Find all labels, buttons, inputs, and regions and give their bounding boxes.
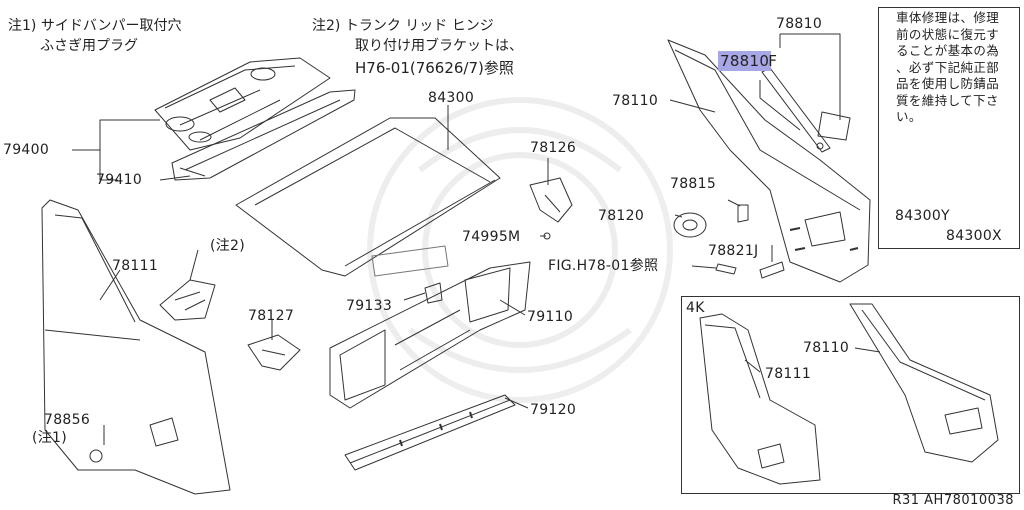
part-79400-drawing bbox=[154, 57, 331, 151]
inset-label-78110[interactable]: 78110 bbox=[803, 340, 850, 356]
label-84300y[interactable]: 84300Y bbox=[895, 208, 950, 224]
label-78127[interactable]: 78127 bbox=[248, 308, 295, 324]
label-78856[interactable]: 78856 bbox=[44, 412, 91, 428]
bracket-note2-drawing bbox=[159, 279, 216, 321]
label-78815[interactable]: 78815 bbox=[670, 176, 717, 192]
part-78111-drawing bbox=[41, 199, 231, 495]
inset-78110-drawing bbox=[849, 303, 999, 463]
label-78821j[interactable]: 78821J bbox=[708, 243, 759, 259]
note-1-line-1: 注1) サイドバンパー取付穴 bbox=[8, 18, 182, 34]
label-note1-ref: (注1) bbox=[32, 430, 68, 446]
part-79133-drawing bbox=[424, 282, 443, 304]
part-78110-drawing bbox=[667, 39, 871, 283]
highlight-78810: 78810 bbox=[718, 51, 772, 71]
label-84300x[interactable]: 84300X bbox=[946, 228, 1002, 244]
part-78126-drawing bbox=[529, 177, 573, 240]
label-79410[interactable]: 79410 bbox=[96, 172, 143, 188]
label-fig-ref[interactable]: FIG.H78-01参照 bbox=[548, 258, 659, 274]
note-2-line-1: 注2) トランク リッド ヒンジ bbox=[312, 18, 494, 34]
label-74995m[interactable]: 74995M bbox=[462, 229, 521, 245]
label-84300[interactable]: 84300 bbox=[428, 90, 475, 106]
label-78810f[interactable]: 78810F bbox=[718, 51, 778, 71]
note-2-line-2: 取り付け用ブラケットは、 bbox=[355, 38, 523, 54]
label-79120[interactable]: 79120 bbox=[530, 402, 577, 418]
inset-label-78111[interactable]: 78111 bbox=[765, 366, 812, 382]
part-78127-drawing bbox=[247, 334, 301, 371]
part-78120-drawing bbox=[673, 212, 707, 238]
label-79133[interactable]: 79133 bbox=[346, 298, 393, 314]
note-2-line-3[interactable]: H76-01(76626/7)参照 bbox=[355, 59, 514, 77]
label-78120[interactable]: 78120 bbox=[598, 208, 645, 224]
diagram-code: R31 AH78010038 bbox=[892, 493, 1014, 508]
label-78111[interactable]: 78111 bbox=[112, 258, 159, 274]
label-78110[interactable]: 78110 bbox=[612, 93, 659, 109]
part-79120-drawing bbox=[344, 394, 516, 471]
label-79110[interactable]: 79110 bbox=[527, 309, 574, 325]
part-78815-drawing bbox=[737, 204, 749, 223]
inset-4k-box bbox=[681, 296, 1020, 494]
warning-text: 車体修理は、修理 前の状態に復元す ることが基本の為 、必ず下記純正部 品を使用… bbox=[896, 10, 1000, 124]
inset-78111-drawing bbox=[699, 313, 821, 485]
part-84300-drawing bbox=[235, 117, 501, 277]
label-78810[interactable]: 78810 bbox=[776, 16, 823, 32]
watermark-emblem bbox=[367, 97, 673, 403]
label-note2-ref: (注2) bbox=[210, 238, 246, 254]
warning-box bbox=[878, 7, 1020, 249]
part-79410-drawing bbox=[171, 89, 356, 181]
part-78821j-drawing bbox=[715, 261, 785, 279]
part-79110-drawing bbox=[329, 261, 531, 409]
label-78126[interactable]: 78126 bbox=[530, 140, 577, 156]
label-79400[interactable]: 79400 bbox=[3, 142, 50, 158]
note-1-line-2: ふさぎ用プラグ bbox=[40, 38, 138, 54]
inset-title: 4K bbox=[686, 300, 705, 316]
